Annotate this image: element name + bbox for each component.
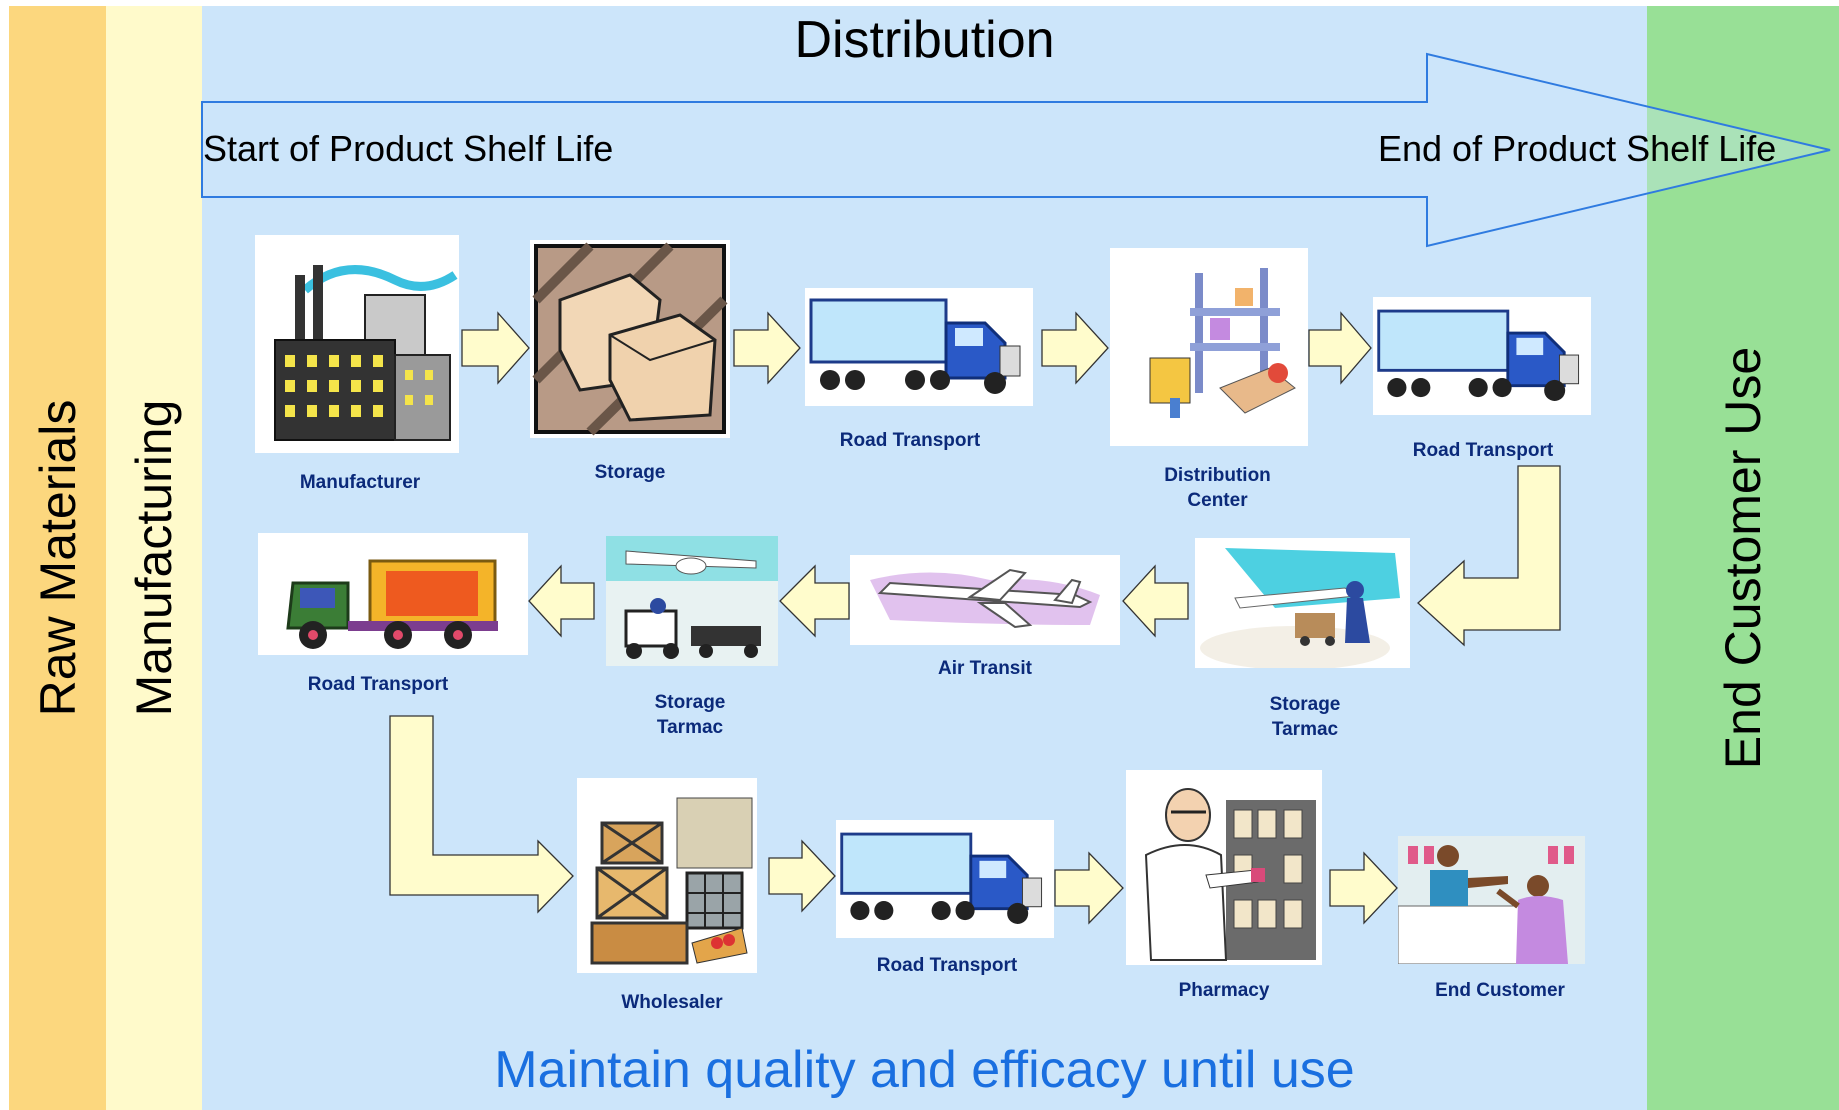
manufacturing-band: Manufacturing [106, 6, 202, 1110]
step-label: Pharmacy [1178, 980, 1270, 1001]
arrow-right [1329, 851, 1398, 925]
arrow-right [1054, 851, 1124, 925]
step-label: Wholesaler [621, 992, 723, 1013]
truck-icon [1373, 297, 1591, 415]
arrow-left [528, 564, 595, 638]
distribution-title: Distribution [794, 11, 1055, 69]
airport-cart-icon [1195, 538, 1410, 668]
warehouse-icon [1110, 248, 1308, 446]
step-label: Manufacturer [299, 472, 421, 493]
shelf-life-arrow [201, 52, 1831, 248]
shop-counter-icon [1398, 836, 1585, 964]
step-label: Road Transport [839, 430, 981, 451]
arrow-right [1308, 311, 1372, 385]
arrow-left [1122, 564, 1189, 638]
factory-icon [255, 235, 459, 453]
boxes-icon [530, 240, 730, 438]
lorry-icon [258, 533, 528, 655]
step-label: End Customer [1435, 980, 1565, 1001]
arrow-left [779, 564, 850, 638]
shelf-life-start-label: Start of Product Shelf Life [203, 128, 614, 169]
step-label: Road Transport [1412, 440, 1554, 461]
arrow-right [768, 839, 836, 913]
step-label: Storage Tarmac [654, 692, 726, 738]
step-label: Storage Tarmac [1269, 694, 1341, 740]
arrow-right [1041, 311, 1109, 385]
end-customer-use-band: End Customer Use [1647, 6, 1839, 1110]
shelf-life-end-label: End of Product Shelf Life [1378, 128, 1777, 169]
crates-icon [577, 778, 757, 973]
truck-icon [805, 288, 1033, 406]
airplane-icon [850, 555, 1120, 645]
arrow-right [733, 311, 801, 385]
pharmacist-icon [1126, 770, 1322, 965]
step-label: Distribution Center [1164, 465, 1271, 511]
raw-materials-band: Raw Materials [9, 6, 106, 1110]
arrow-right [461, 311, 530, 385]
arrow-down-right [389, 715, 574, 914]
airport-cart-icon [606, 536, 778, 666]
step-label: Road Transport [876, 955, 1018, 976]
tagline: Maintain quality and efficacy until use [494, 1041, 1355, 1099]
step-label: Road Transport [307, 674, 449, 695]
arrow-down-left [1417, 465, 1561, 647]
truck-icon [836, 820, 1054, 938]
step-label: Air Transit [938, 658, 1032, 679]
step-label: Storage [594, 462, 666, 483]
